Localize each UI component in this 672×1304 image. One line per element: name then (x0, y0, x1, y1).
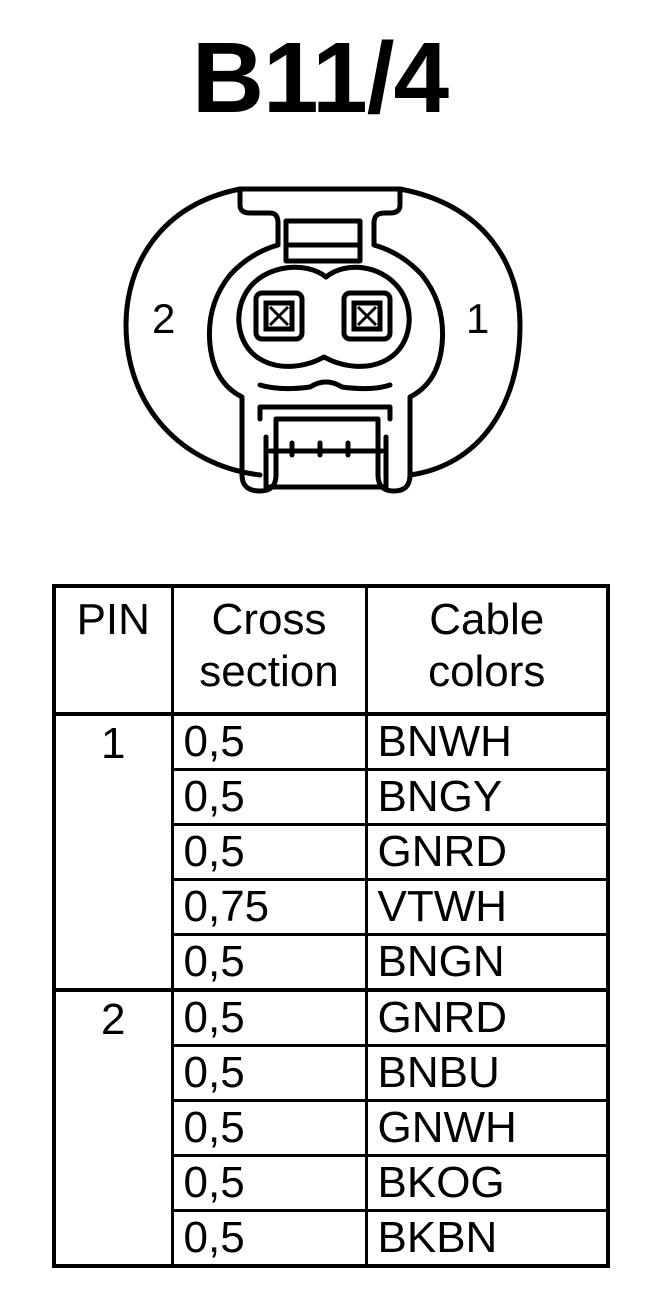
cable-color-cell: GNWH (364, 1099, 610, 1157)
connector-latch (257, 404, 393, 422)
cross-section-cell: 0,5 (170, 712, 368, 771)
cross-section-cell: 0,5 (170, 1154, 368, 1212)
cross-section-cell: 0,5 (170, 933, 368, 992)
connector-housing-outline (123, 186, 523, 478)
cable-color-cell: BNBU (364, 1044, 610, 1102)
pin-label-right: 1 (466, 295, 489, 342)
pin-2-terminal (253, 290, 305, 342)
header-cross-section: Cross section (170, 584, 368, 716)
cable-color-cell: BNGY (364, 768, 610, 826)
table-row: 0,5 BNGN (54, 933, 610, 992)
header-cable-colors: Cable colors (364, 584, 610, 716)
pin-cavity-outline (236, 264, 412, 369)
table-row: 2 0,5 GNRD (52, 988, 610, 1268)
cross-section-cell: 0,5 (170, 768, 368, 826)
table-row: 0,5 BNBU (54, 1044, 610, 1102)
table-row: 0,5 BKOG (54, 1154, 610, 1212)
cross-section-cell: 0,5 (170, 988, 368, 1047)
cable-color-cell: BKBN (364, 1209, 610, 1268)
cable-color-cell: VTWH (364, 878, 610, 936)
connector-top-tab (206, 186, 446, 494)
cable-color-cell: BNWH (364, 712, 610, 771)
table-row: 0,5 GNRD (54, 823, 610, 881)
pin-label-left: 2 (152, 295, 175, 342)
pin-cell: 2 (52, 988, 174, 1268)
table-header-row: PIN Cross section Cable colors (52, 584, 610, 716)
cross-section-cell: 0,5 (170, 1209, 368, 1268)
cable-color-cell: BKOG (364, 1154, 610, 1212)
table-row: 0,5 GNWH (54, 1099, 610, 1157)
cross-section-cell: 0,5 (170, 823, 368, 881)
table-row: 0,75 VTWH (54, 878, 610, 936)
cross-section-cell: 0,5 (170, 1044, 368, 1102)
table-row: 0,5 BKBN (54, 1209, 610, 1268)
table-row: 1 0,5 BNWH (52, 712, 610, 992)
cable-color-cell: BNGN (364, 933, 610, 992)
cross-section-cell: 0,5 (170, 1099, 368, 1157)
connector-title: B11/4 (191, 22, 449, 134)
header-pin: PIN (52, 584, 174, 716)
cross-section-cell: 0,75 (170, 878, 368, 936)
pin-1-terminal (341, 290, 393, 342)
pin-cell: 1 (52, 712, 174, 992)
table-row: 0,5 BNGY (54, 768, 610, 826)
pin-assignment-table: PIN Cross section Cable colors 1 0,5 BNW… (52, 584, 610, 1268)
cable-color-cell: GNRD (364, 988, 610, 1047)
cable-color-cell: GNRD (364, 823, 610, 881)
connector-key-slot (283, 218, 363, 264)
connector-diagram: 2 1 (123, 186, 523, 494)
